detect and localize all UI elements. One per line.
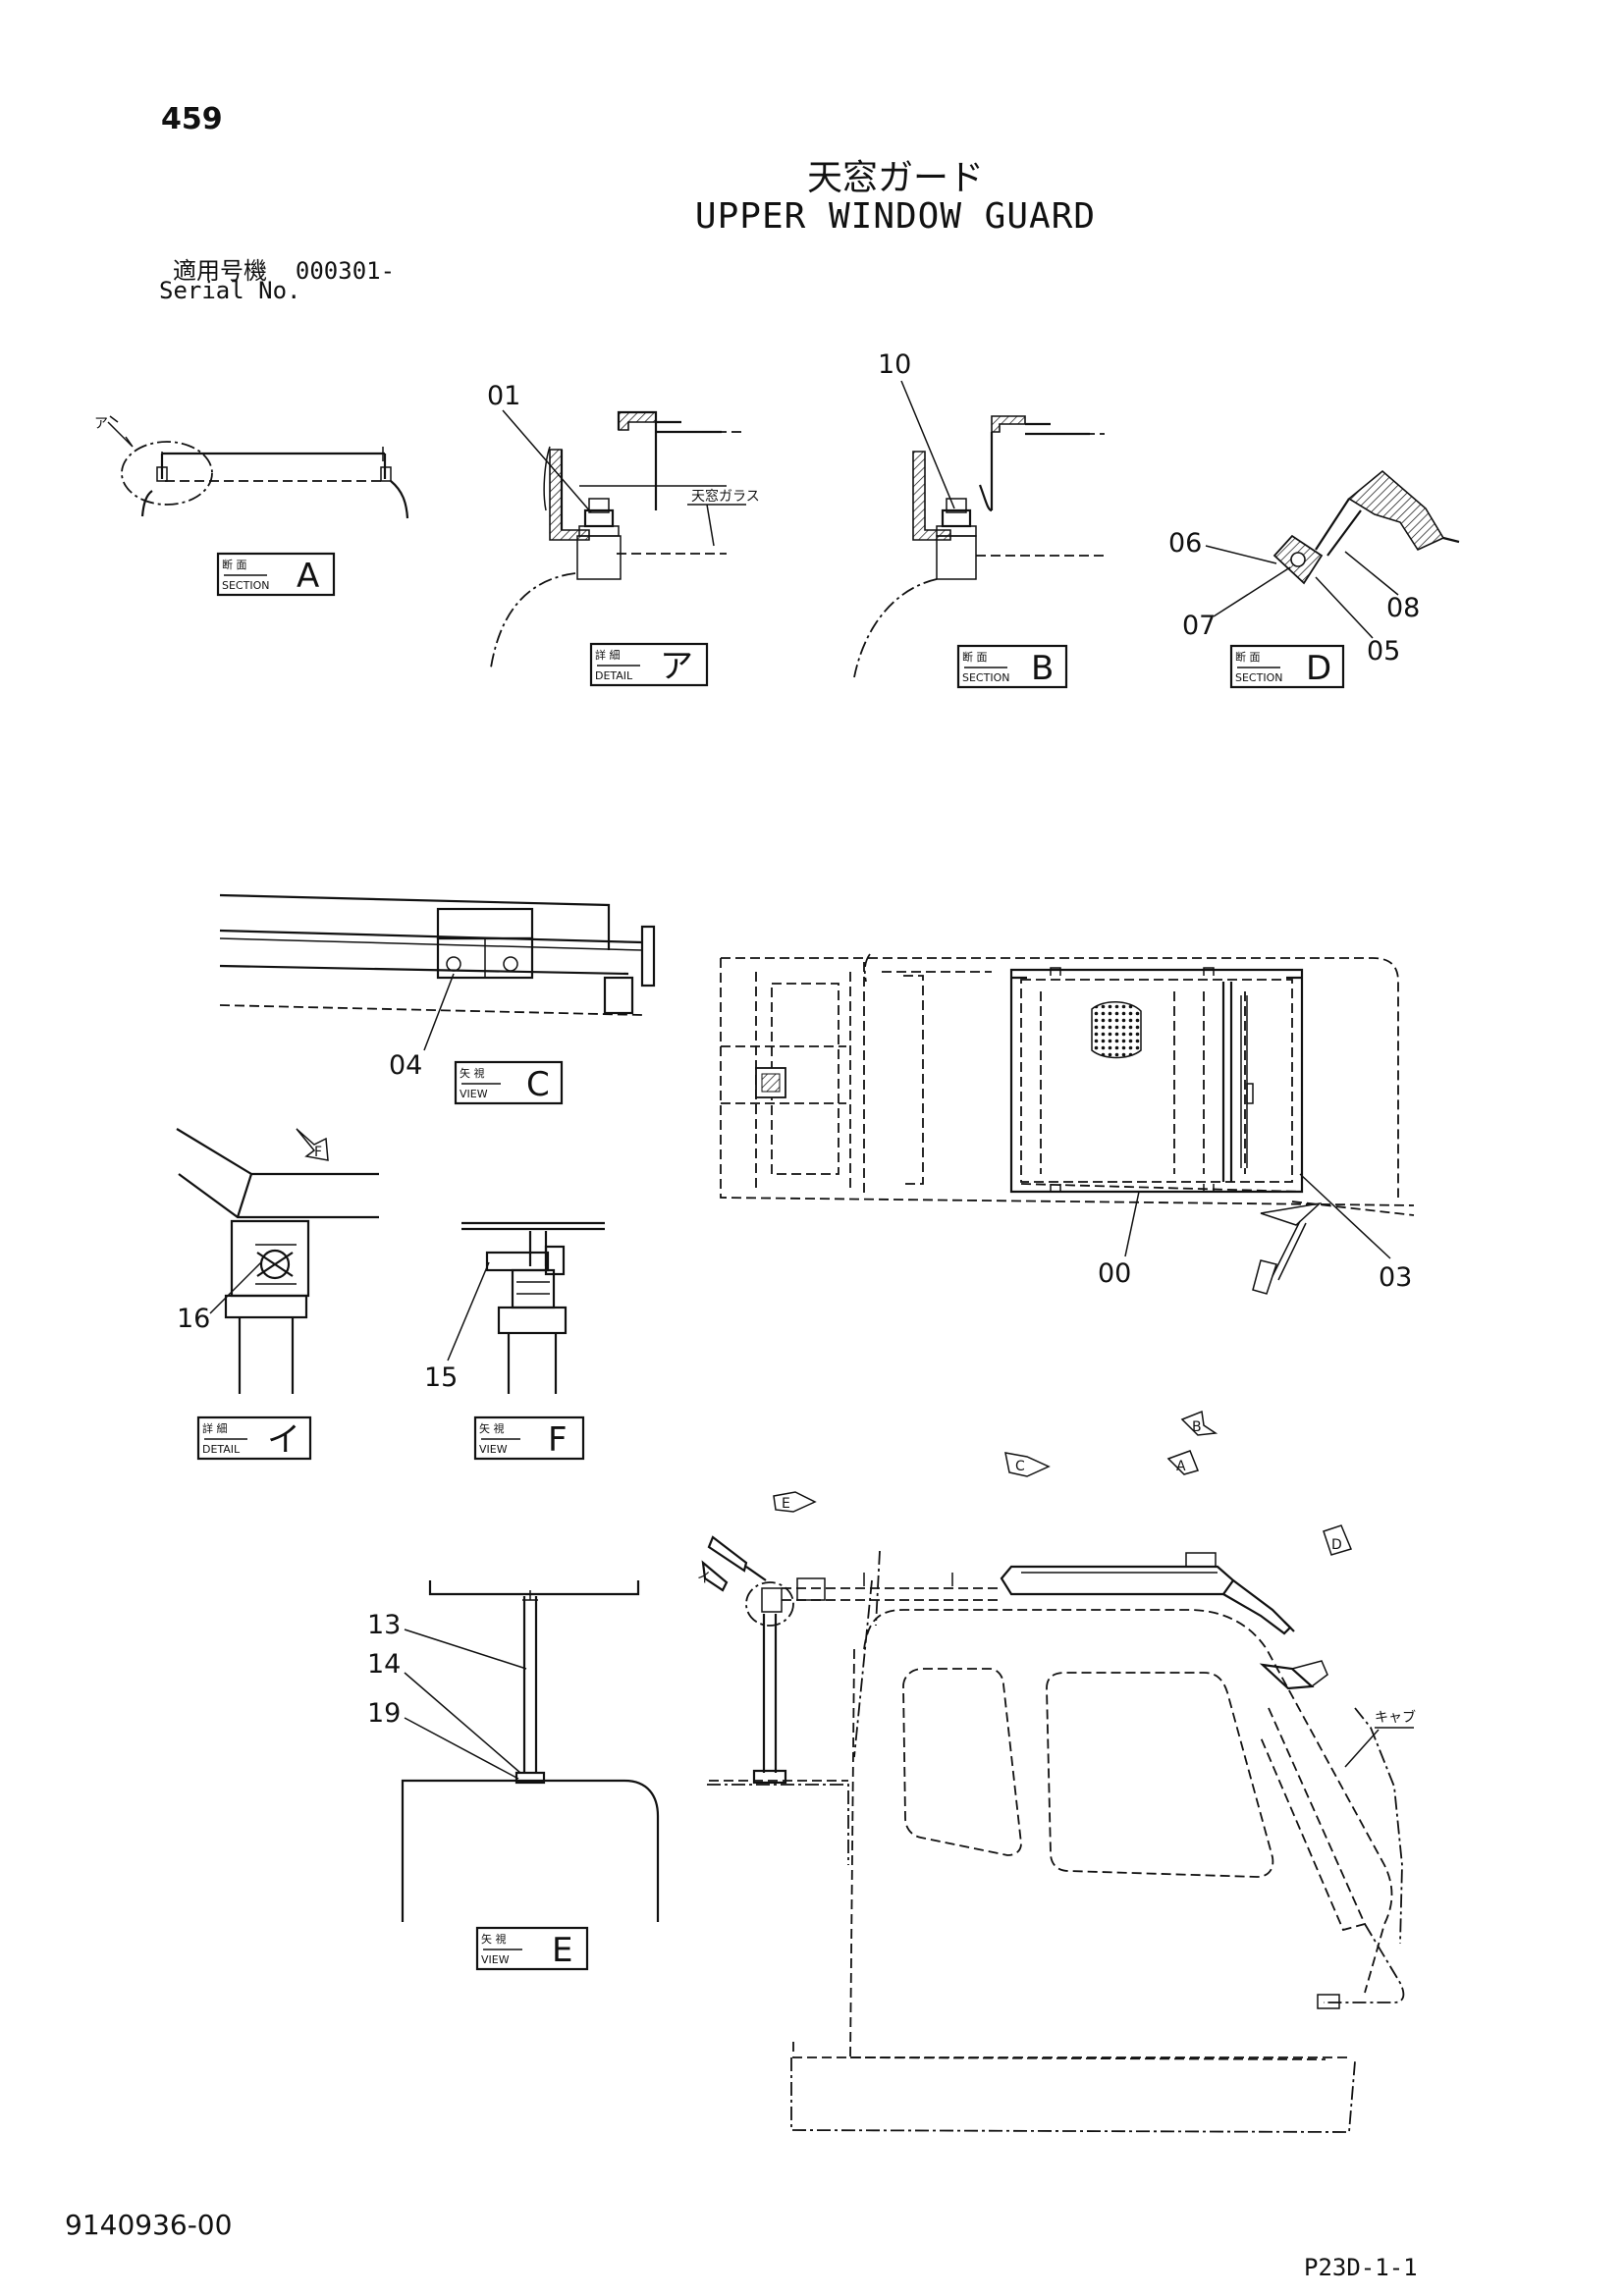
page-title: UPPER WINDOW GUARD — [694, 196, 1097, 237]
tag-label-top: 矢 視 — [479, 1421, 505, 1435]
callout-13: 13 — [367, 1610, 401, 1640]
callout-16: 16 — [177, 1304, 210, 1334]
page-reference: P23D-1-1 — [1304, 2254, 1418, 2281]
tag-letter: B — [1031, 649, 1054, 688]
section-b-drawing: 10 — [853, 349, 1105, 678]
detail-a-drawing: 天窓ガラス 01 — [487, 381, 760, 668]
view-direction-arrows: B C A E D — [773, 1410, 1353, 1556]
view-c-arrow: C — [1015, 1459, 1025, 1474]
tag-letter: A — [297, 557, 319, 596]
view-f-drawing: 15 — [424, 1221, 605, 1394]
view-c-drawing: 04 — [219, 893, 656, 1081]
serial-value: 000301- — [295, 257, 396, 285]
callout-15: 15 — [424, 1362, 458, 1393]
serial-label: Serial No. — [159, 277, 301, 304]
view-f-arrow: F — [314, 1145, 322, 1160]
serial-label-japanese: 適用号機 000301- — [173, 251, 395, 286]
tag-label-bottom: DETAIL — [202, 1443, 241, 1456]
tag-letter: イ — [267, 1420, 300, 1460]
tag-label-top: 断 面 — [222, 558, 247, 571]
view-tag-section-d: 断 面 SECTION D — [1229, 644, 1345, 689]
view-tag-section-a: 断 面 SECTION A — [216, 552, 336, 597]
tag-label-bottom: VIEW — [481, 1953, 510, 1966]
callout-01: 01 — [487, 381, 520, 411]
section-d-drawing: 06 07 08 05 — [1168, 469, 1460, 667]
tag-label-top: 断 面 — [1235, 650, 1261, 664]
tag-letter: ア — [660, 647, 693, 686]
page-number: 459 — [161, 102, 223, 136]
callout-04: 04 — [389, 1050, 422, 1081]
view-tag-detail-a: 詳 細 DETAIL ア — [589, 642, 709, 687]
section-a-drawing: ア — [94, 415, 409, 519]
detail-a-marker: ア — [94, 416, 108, 432]
skylight-glass-label: 天窓ガラス — [691, 488, 760, 505]
page-title-japanese: 天窓ガード — [806, 158, 984, 198]
tag-letter: D — [1306, 649, 1331, 688]
tag-label-bottom: VIEW — [460, 1088, 488, 1100]
detail-i-drawing: F 16 — [176, 1128, 379, 1394]
callout-03: 03 — [1379, 1262, 1412, 1293]
tag-letter: E — [552, 1931, 572, 1970]
tag-label-top: 詳 細 — [202, 1421, 228, 1435]
tag-label-bottom: VIEW — [479, 1443, 508, 1456]
cab-label: キャブ — [1375, 1709, 1416, 1726]
view-tag-view-c: 矢 視 VIEW C — [454, 1060, 564, 1105]
callout-14: 14 — [367, 1649, 401, 1680]
view-tag-detail-i: 詳 細 DETAIL イ — [196, 1415, 312, 1461]
tag-label-bottom: SECTION — [962, 671, 1009, 684]
callout-00: 00 — [1098, 1258, 1131, 1289]
view-tag-view-e: 矢 視 VIEW E — [475, 1926, 589, 1971]
callout-07: 07 — [1182, 611, 1216, 641]
serial-label-jp: 適用号機 — [173, 257, 267, 285]
document-number: 9140936-00 — [65, 2209, 233, 2241]
view-tag-view-f: 矢 視 VIEW F — [473, 1415, 585, 1461]
tag-label-top: 矢 視 — [481, 1932, 507, 1946]
view-tag-section-b: 断 面 SECTION B — [956, 644, 1068, 689]
tag-letter: C — [526, 1065, 550, 1104]
tag-letter: F — [548, 1420, 568, 1460]
tag-label-top: 詳 細 — [595, 648, 621, 662]
view-b-arrow: B — [1192, 1419, 1202, 1435]
callout-05: 05 — [1367, 636, 1400, 667]
view-e-arrow: E — [782, 1496, 790, 1512]
detail-i-marker: イ — [697, 1571, 711, 1586]
callout-06: 06 — [1168, 528, 1202, 559]
tag-label-top: 矢 視 — [460, 1066, 485, 1080]
tag-label-top: 断 面 — [962, 650, 988, 664]
callout-08: 08 — [1386, 593, 1420, 623]
tag-label-bottom: DETAIL — [595, 669, 633, 682]
view-e-drawing: 13 14 19 — [367, 1580, 660, 1922]
callout-19: 19 — [367, 1698, 401, 1729]
tag-label-bottom: SECTION — [1235, 671, 1282, 684]
view-d-arrow: D — [1331, 1537, 1342, 1553]
side-view-drawing: イ キャブ — [697, 1535, 1416, 2133]
view-a-arrow: A — [1176, 1459, 1186, 1474]
callout-10: 10 — [878, 349, 911, 380]
tag-label-bottom: SECTION — [222, 579, 269, 592]
top-view-drawing: 00 03 — [720, 953, 1415, 1295]
